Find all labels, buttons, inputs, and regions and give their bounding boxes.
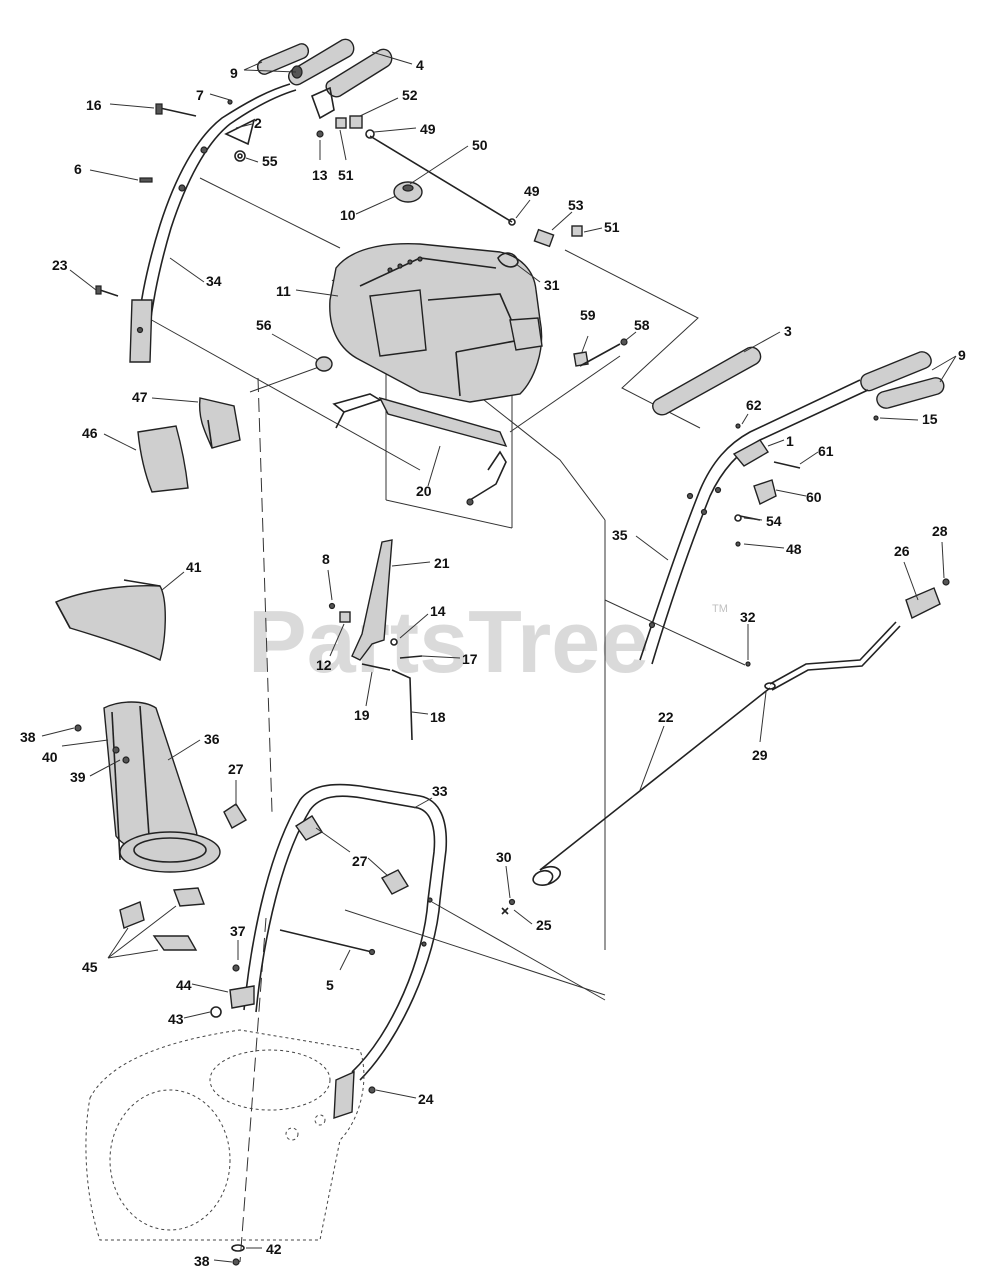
callout-37: 37 — [230, 923, 246, 939]
left-upper-handle — [129, 83, 297, 363]
callout-44: 44 — [176, 977, 192, 993]
callout-21: 21 — [434, 555, 450, 571]
callout-leaders — [41, 51, 957, 1263]
callout-9a: 9 — [230, 65, 238, 81]
callout-6: 6 — [74, 161, 82, 177]
callout-5: 5 — [326, 977, 334, 993]
callout-50: 50 — [472, 137, 488, 153]
callout-31: 31 — [544, 277, 560, 293]
callout-56: 56 — [256, 317, 272, 333]
callout-49a: 49 — [420, 121, 436, 137]
callout-40: 40 — [42, 749, 58, 765]
dash-bracket — [332, 393, 508, 506]
callout-4: 4 — [416, 57, 424, 73]
callout-59: 59 — [580, 307, 596, 323]
callout-39: 39 — [70, 769, 86, 785]
callout-45: 45 — [82, 959, 98, 975]
callout-29: 29 — [752, 747, 768, 763]
light-bulb — [315, 356, 333, 372]
callout-42: 42 — [266, 1241, 282, 1257]
callout-55: 55 — [262, 153, 278, 169]
dash-panel — [329, 243, 543, 403]
callout-12: 12 — [316, 657, 332, 673]
callout-15: 15 — [922, 411, 938, 427]
callout-60: 60 — [806, 489, 822, 505]
callout-38b: 38 — [194, 1253, 210, 1269]
knob — [393, 181, 423, 203]
callout-27a: 27 — [228, 761, 244, 777]
callout-51a: 51 — [338, 167, 354, 183]
discharge-chute — [55, 579, 221, 873]
callout-43: 43 — [168, 1011, 184, 1027]
callout-16: 16 — [86, 97, 102, 113]
callout-17: 17 — [462, 651, 478, 667]
callout-62: 62 — [746, 397, 762, 413]
callout-32: 32 — [740, 609, 756, 625]
callout-46: 46 — [82, 425, 98, 441]
shift-rod — [501, 578, 950, 915]
callout-3: 3 — [784, 323, 792, 339]
callout-7: 7 — [196, 87, 204, 103]
rod-hardware — [497, 218, 628, 367]
callout-49b: 49 — [524, 183, 540, 199]
callout-18: 18 — [430, 709, 446, 725]
callout-10: 10 — [340, 207, 356, 223]
callout-numbers: 9 4 7 16 2 52 49 13 51 55 50 6 10 49 53 … — [20, 57, 966, 1269]
callout-8: 8 — [322, 551, 330, 567]
auger-housing-reference — [85, 1029, 365, 1241]
callout-38a: 38 — [20, 729, 36, 745]
callout-52: 52 — [402, 87, 418, 103]
callout-23: 23 — [52, 257, 68, 273]
callout-54: 54 — [766, 513, 782, 529]
callout-20: 20 — [416, 483, 432, 499]
callout-41: 41 — [186, 559, 202, 575]
lower-handle — [210, 783, 448, 1119]
watermark-text: PartsTree — [248, 592, 649, 691]
callout-36: 36 — [204, 731, 220, 747]
callout-26: 26 — [894, 543, 910, 559]
callout-2: 2 — [254, 115, 262, 131]
callout-25: 25 — [536, 917, 552, 933]
callout-34: 34 — [206, 273, 222, 289]
control-hardware-left — [95, 99, 513, 297]
callout-28: 28 — [932, 523, 948, 539]
chute-rod-assembly — [328, 539, 423, 741]
callout-22: 22 — [658, 709, 674, 725]
chute-clips — [119, 887, 205, 951]
callout-51b: 51 — [604, 219, 620, 235]
callout-30: 30 — [496, 849, 512, 865]
callout-27b: 27 — [352, 853, 368, 869]
callout-61: 61 — [818, 443, 834, 459]
callout-14: 14 — [430, 603, 446, 619]
callout-47: 47 — [132, 389, 148, 405]
callout-33: 33 — [432, 783, 448, 799]
callout-9b: 9 — [958, 347, 966, 363]
callout-58: 58 — [634, 317, 650, 333]
chute-guard — [137, 397, 241, 493]
callout-35: 35 — [612, 527, 628, 543]
callout-13: 13 — [312, 167, 328, 183]
callout-11: 11 — [276, 283, 291, 299]
alignment-lines — [147, 177, 746, 1263]
left-grips — [256, 38, 393, 120]
watermark-trademark: TM — [712, 603, 728, 615]
callout-1: 1 — [786, 433, 794, 449]
bottom-hardware — [231, 1244, 245, 1266]
callout-53: 53 — [568, 197, 584, 213]
callout-19: 19 — [354, 707, 370, 723]
callout-48: 48 — [786, 541, 802, 557]
right-upper-handle — [639, 346, 945, 665]
callout-24: 24 — [418, 1091, 434, 1107]
